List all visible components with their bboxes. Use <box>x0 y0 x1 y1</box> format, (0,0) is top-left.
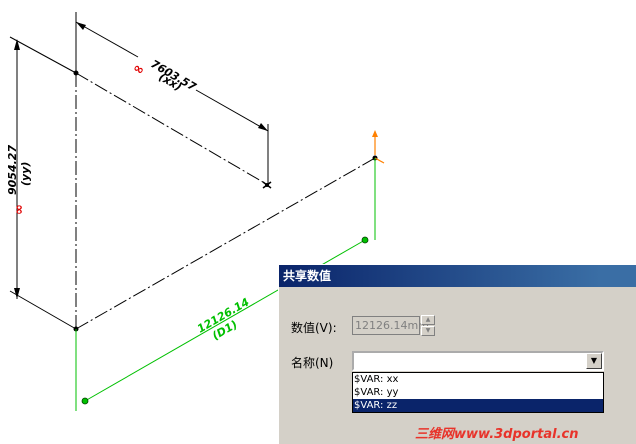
name-dropdown-list: $VAR: xx $VAR: yy $VAR: zz <box>352 372 604 413</box>
dim-yy-value[interactable]: 9054.27 <box>6 145 19 195</box>
sketch-point-top[interactable] <box>73 70 79 76</box>
link-marker-yy: ∞ <box>12 204 27 215</box>
name-combobox-value <box>354 358 356 371</box>
value-spinner: ▲ ▼ <box>421 315 435 337</box>
origin-arrow-side <box>374 157 385 164</box>
sketch-point-end-marker[interactable] <box>262 181 272 189</box>
chevron-down-icon[interactable]: ▼ <box>586 353 602 369</box>
value-label: 数值(V): <box>291 321 337 335</box>
dropdown-option-yy[interactable]: $VAR: yy <box>354 387 399 398</box>
dropdown-option-xx[interactable]: $VAR: xx <box>354 374 399 385</box>
xx-arrow-right <box>258 123 268 131</box>
d1-handle-right[interactable] <box>361 236 369 244</box>
centerline-bottom <box>75 157 376 330</box>
d1-handle-left[interactable] <box>81 397 89 405</box>
name-label: 名称(N) <box>291 356 334 370</box>
spin-down-icon: ▼ <box>421 326 435 336</box>
yy-extension-line-bottom <box>9 290 77 330</box>
spin-up-icon: ▲ <box>421 315 435 325</box>
dialog-title: 共享数值 <box>279 265 636 287</box>
watermark: 三维网www.3dportal.cn <box>415 427 579 442</box>
share-value-dialog: 共享数值 数值(V): 12126.14mm ▲ ▼ 名称(N) ▼ $VAR:… <box>278 264 636 444</box>
xx-arrow-left <box>76 22 86 30</box>
xx-dimension-line-b <box>195 89 269 132</box>
centerline-diagonal <box>75 72 269 186</box>
origin-arrow-up-head <box>372 130 378 137</box>
dim-yy-name: (yy) <box>19 162 32 186</box>
link-marker-xx: ∞ <box>130 60 147 78</box>
yy-arrow-bottom <box>14 288 20 299</box>
xx-dimension-line-a <box>75 21 139 58</box>
name-combobox[interactable]: ▼ <box>352 351 604 371</box>
yy-arrow-top <box>14 39 20 50</box>
value-field: 12126.14mm <box>352 316 429 335</box>
yy-extension-line-top <box>9 36 77 74</box>
dropdown-option-zz[interactable]: $VAR: zz <box>353 399 603 412</box>
